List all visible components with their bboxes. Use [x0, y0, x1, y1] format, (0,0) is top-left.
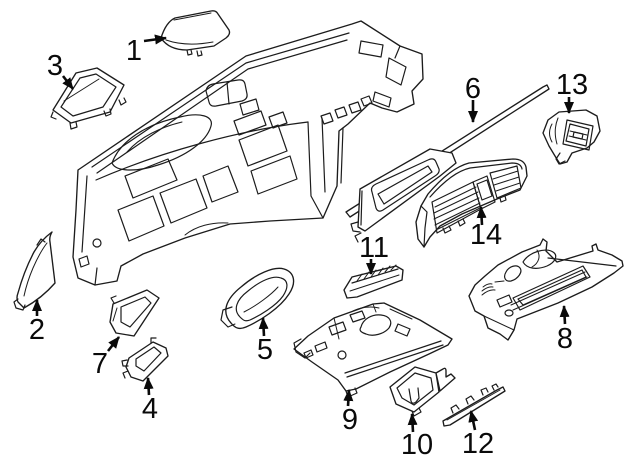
part-label-7[interactable]: 7 [92, 348, 108, 380]
part-label-1[interactable]: 1 [126, 35, 142, 67]
callout-arrow-7 [106, 336, 121, 352]
part-12-sill-trim-strip [442, 383, 506, 427]
part-label-5[interactable]: 5 [257, 334, 273, 366]
part-8-glove-box [468, 238, 624, 341]
callout-arrow-10 [407, 413, 418, 433]
part-label-4[interactable]: 4 [142, 393, 158, 425]
part-label-13[interactable]: 13 [556, 69, 588, 101]
part-label-8[interactable]: 8 [557, 323, 573, 355]
part-13-side-vent [542, 109, 601, 165]
part-9-lower-knee-panel [293, 302, 453, 398]
main-dashboard-body [72, 20, 424, 286]
callout-arrow-8 [559, 305, 570, 325]
callout-arrow-3 [61, 75, 75, 90]
part-4-switch-trim-lower [121, 337, 169, 382]
part-label-9[interactable]: 9 [342, 404, 358, 436]
part-label-6[interactable]: 6 [465, 73, 481, 105]
part-5-cluster-surround [220, 267, 295, 330]
part-label-11[interactable]: 11 [359, 232, 389, 264]
part-label-10[interactable]: 10 [401, 429, 433, 461]
callout-arrow-1 [143, 34, 167, 45]
part-7-switch-trim [109, 289, 160, 337]
part-label-14[interactable]: 14 [470, 219, 502, 251]
callout-arrow-5 [258, 317, 269, 337]
callout-arrow-14 [476, 206, 487, 226]
part-1-speaker-grille-cover [160, 10, 231, 57]
callout-arrow-9 [343, 389, 354, 407]
part-label-12[interactable]: 12 [462, 428, 494, 460]
part-2-a-pillar-trim [13, 231, 56, 311]
callout-arrow-4 [143, 377, 154, 396]
part-label-3[interactable]: 3 [47, 50, 63, 82]
callout-arrow-12 [468, 410, 479, 431]
part-label-2[interactable]: 2 [29, 314, 45, 346]
part-6-dash-trim-strip [345, 84, 550, 243]
part-14-center-vent [415, 158, 528, 248]
